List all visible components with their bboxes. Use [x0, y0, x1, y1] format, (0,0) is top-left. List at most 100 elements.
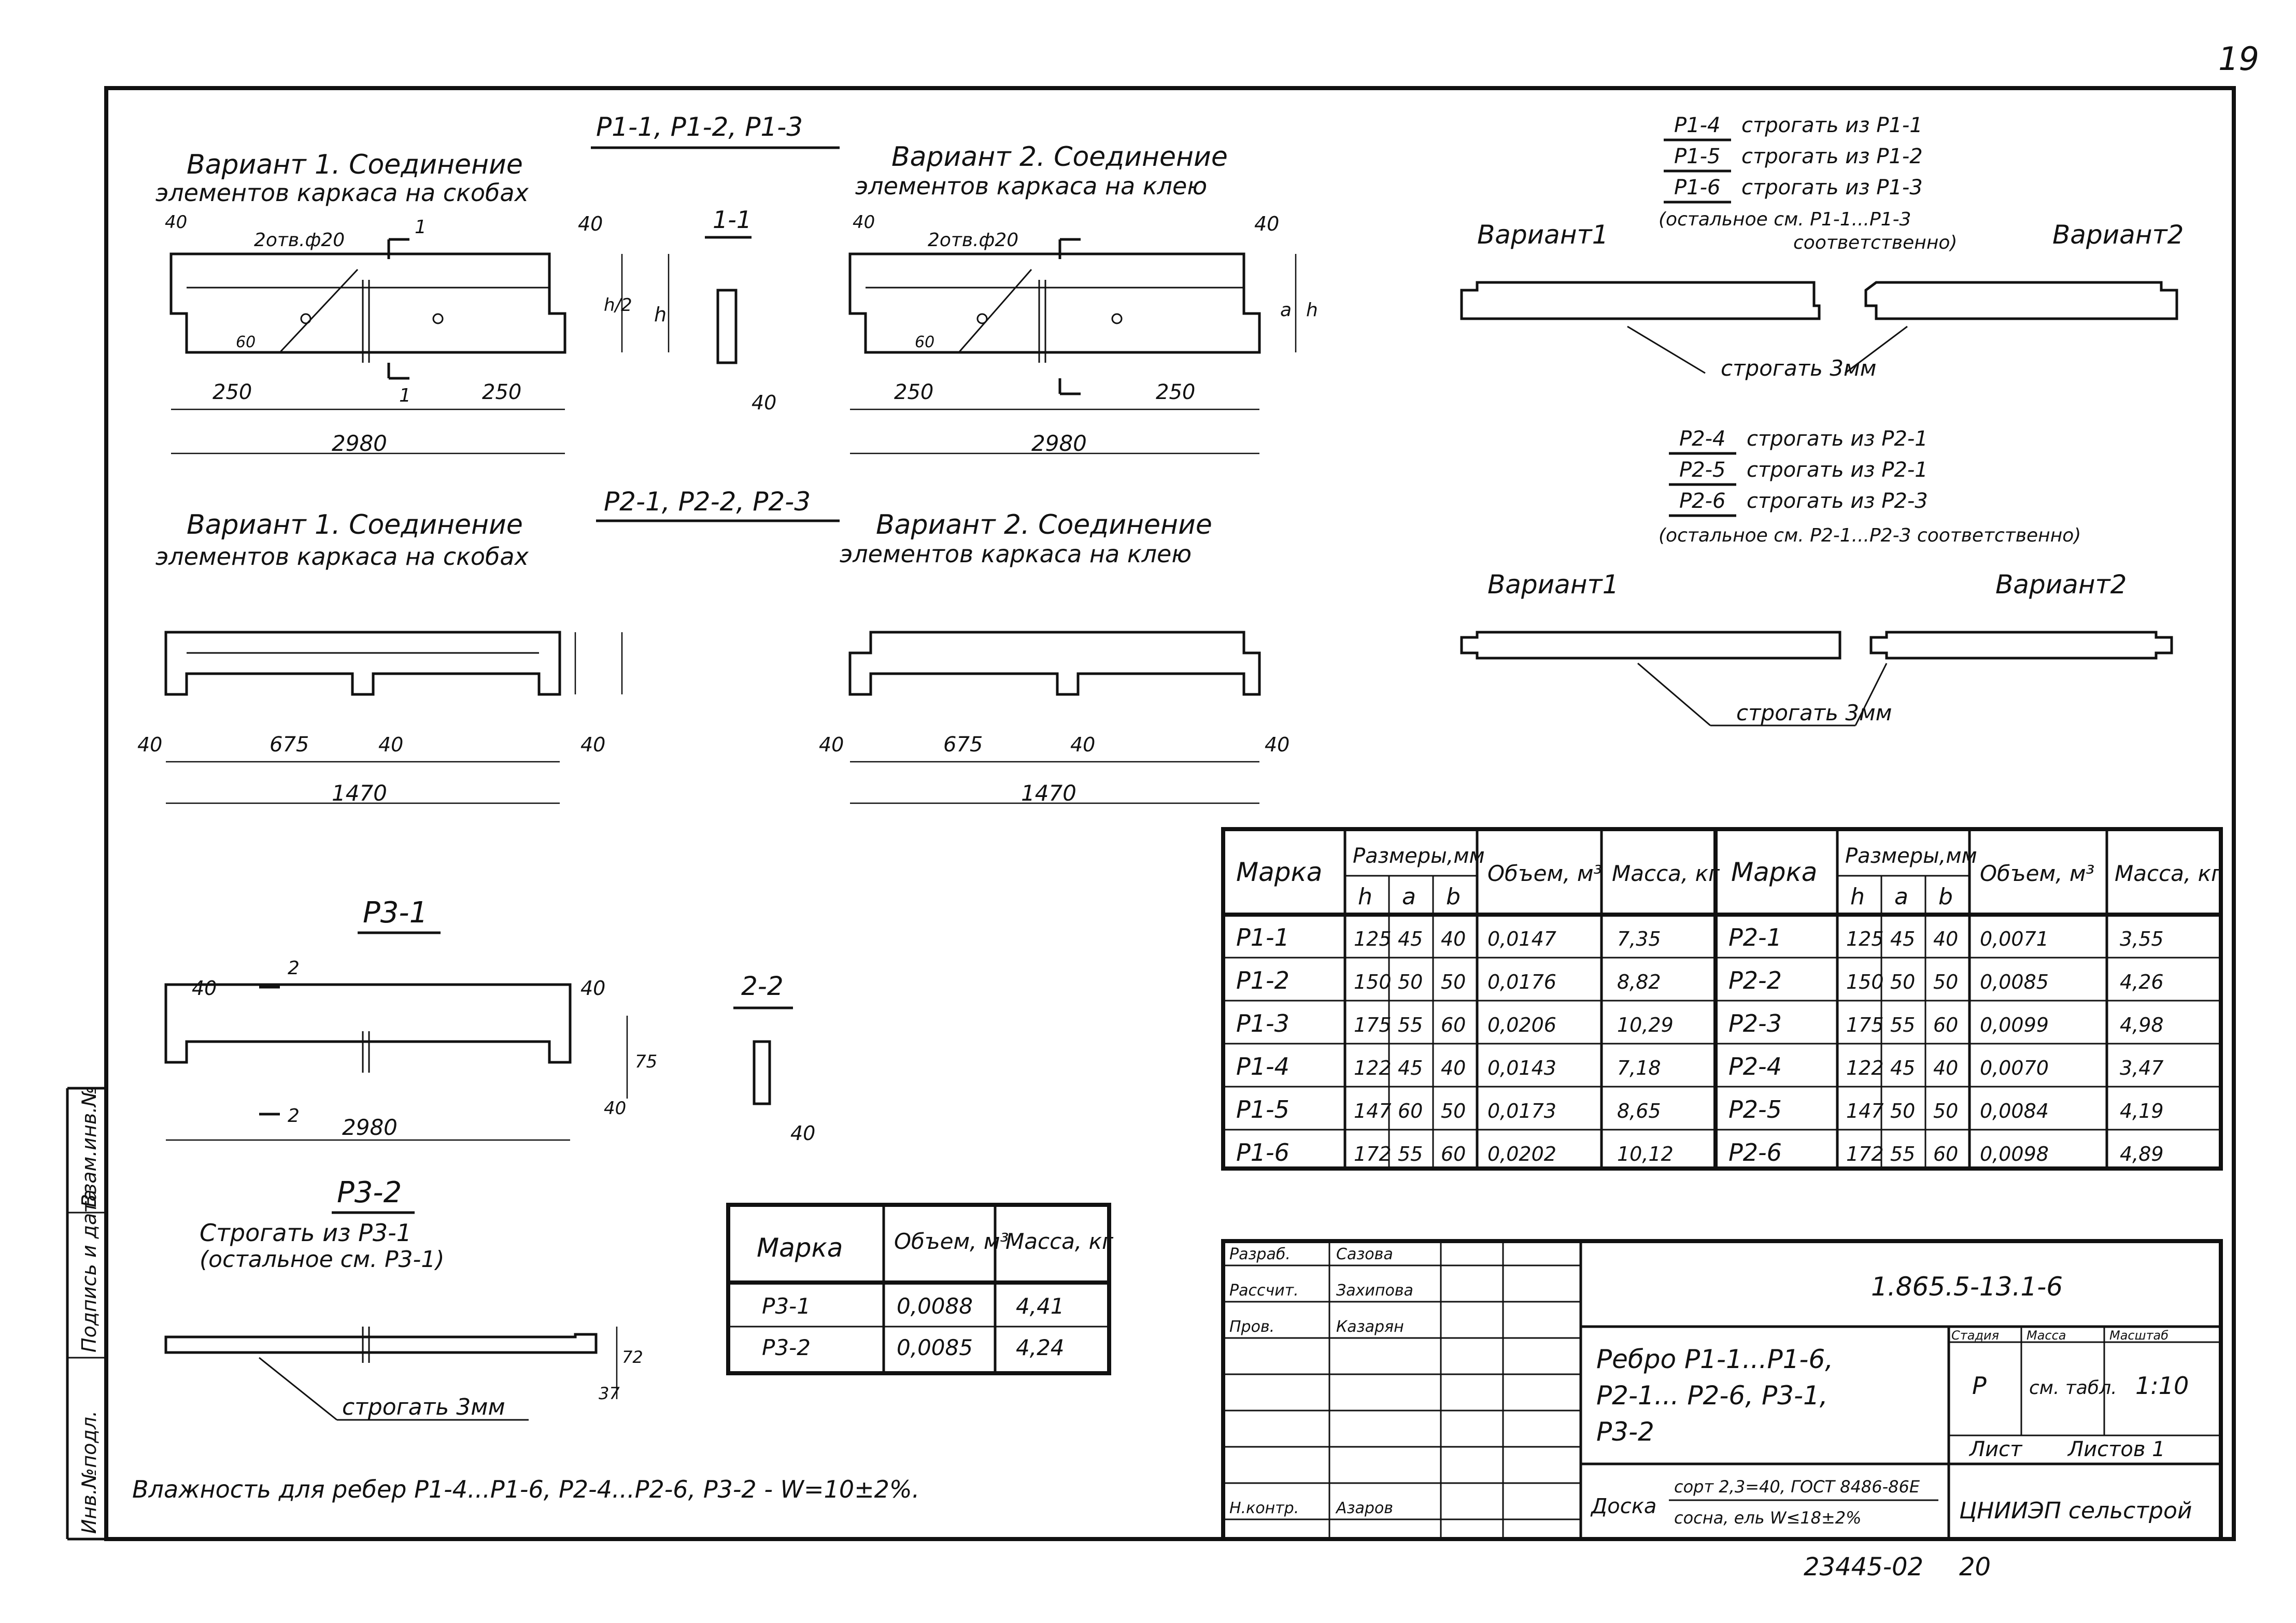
bottom-ref-2: 20: [1959, 1553, 1991, 1582]
v2-dim-40-left: 40: [853, 212, 875, 233]
v2-title-line1: Вариант 2. Соединение: [891, 141, 1228, 173]
mt-cell-left: 0,0202: [1487, 1143, 1556, 1165]
note2-tail: (остальное см. Р2-1...Р2-3 соответственн…: [1659, 525, 2081, 546]
p32-line2: (остальное см. Р3-1): [200, 1246, 445, 1273]
v2b-dim-40-left: 40: [819, 733, 844, 756]
mt-cell-right: Р2-2: [1728, 966, 1782, 994]
mt-cell-left: 10,12: [1617, 1143, 1674, 1165]
mt-hdr-mass-2: Масса, кг: [2115, 861, 2223, 886]
v2-dim-40-right: 40: [1254, 212, 1279, 235]
mt-cell-right: 147: [1846, 1100, 1884, 1122]
tb-role: Разраб.: [1229, 1245, 1291, 1263]
note2-board-v2: [1869, 631, 2173, 660]
st-cell: Р3-1: [762, 1293, 811, 1319]
tb-role: Н.контр.: [1229, 1499, 1299, 1517]
mt-cell-left: 55: [1398, 1014, 1423, 1036]
mt-cell-right: 0,0071: [1980, 928, 2049, 950]
mt-cell-right: Р2-3: [1728, 1009, 1782, 1037]
dim-60: 60: [236, 333, 256, 351]
section-p3-1: Р3-1 2980 40 40 75 40 2 2 2-2 40: [164, 896, 815, 1145]
stamp-inv: Инв.№подл.: [78, 1411, 101, 1534]
tb-material-2: сосна, ель W≤18±2%: [1674, 1508, 1862, 1528]
note1-variant1: Вариант1: [1477, 220, 1608, 250]
v2-dim-250-right: 250: [1156, 380, 1195, 404]
st-cell: Р3-2: [762, 1335, 811, 1360]
stamp-replace: Взам.инв.№: [78, 1086, 101, 1207]
v2-dim-2980: 2980: [1031, 431, 1087, 456]
dim-40-left: 40: [165, 212, 187, 233]
title-block: Разраб.СазоваРассчит.ЗахиповаПров.Казаря…: [1221, 1239, 2223, 1541]
mt-cell-right: Р2-4: [1728, 1052, 1782, 1080]
mt-cell-left: 0,0147: [1487, 928, 1556, 950]
tb-desc-3: Р3-2: [1596, 1417, 1654, 1447]
dim-250-right: 250: [482, 380, 521, 404]
note2-text-3: строгать из Р2-3: [1747, 489, 1928, 513]
p31-dim-40-right: 40: [580, 977, 605, 1000]
cut-1-1-dim: 40: [752, 391, 776, 414]
dim-h: h: [654, 303, 667, 326]
tb-sheet-hdr: Лист: [1968, 1437, 2023, 1461]
mt-cell-right: 0,0070: [1980, 1057, 2049, 1079]
mt-cell-left: Р1-5: [1236, 1095, 1289, 1123]
cut-1-1-label: 1-1: [713, 206, 752, 234]
mt-cell-right: 40: [1933, 1057, 1958, 1079]
v1b-dim-40-left: 40: [137, 733, 162, 756]
mt-cell-left: Р1-3: [1236, 1009, 1289, 1037]
mt-hdr-sizes-2: Размеры,мм: [1845, 844, 1977, 868]
mt-cell-left: 60: [1441, 1143, 1466, 1165]
mt-cell-right: 150: [1846, 971, 1884, 993]
mt-cell-right: 0,0099: [1980, 1014, 2049, 1036]
mt-cell-left: 125: [1354, 928, 1392, 950]
mt-cell-right: 45: [1890, 1057, 1915, 1079]
mt-cell-left: Р1-2: [1236, 966, 1289, 994]
mt-hdr-volume: Объем, м³: [1487, 861, 1602, 886]
note1-text-2: строгать из Р1-2: [1741, 145, 1923, 168]
v1b-dim-675: 675: [270, 733, 309, 757]
mt-cell-right: 0,0084: [1980, 1100, 2049, 1122]
mt-cell-right: 172: [1846, 1143, 1884, 1165]
note2-mark-1: Р2-4: [1679, 427, 1725, 451]
moisture-note: Влажность для ребер Р1-4...Р1-6, Р2-4...…: [132, 1475, 919, 1503]
tb-desc-1: Ребро Р1-1...Р1-6,: [1596, 1344, 1833, 1374]
v1-board-outline: [169, 252, 566, 354]
hole-mark: [976, 313, 988, 324]
mt-cell-left: 122: [1354, 1057, 1392, 1079]
mt-cell-right: 3,55: [2120, 928, 2164, 950]
mt-hdr-mass: Масса, кг: [1612, 861, 1720, 886]
main-table: Марка Размеры,мм h a b Объем, м³ Масса, …: [1221, 827, 2223, 1171]
sheet-frame: [104, 86, 2236, 1541]
note2-mark-2: Р2-5: [1679, 458, 1725, 482]
note1-mark-3: Р1-6: [1674, 176, 1720, 200]
cut-mark-2: 2: [288, 958, 300, 979]
v2b-dim-1470: 1470: [1021, 780, 1076, 806]
tb-desc-2: Р2-1... Р2-6, Р3-1,: [1596, 1380, 1828, 1411]
mt-cell-left: 0,0206: [1487, 1014, 1556, 1036]
dim-2980: 2980: [332, 431, 387, 456]
side-stamp: Инв.№подл. Подпись и дата Взам.инв.№: [66, 1086, 106, 1541]
st-cell: 0,0088: [897, 1293, 973, 1319]
v1b-dim-1470: 1470: [332, 780, 387, 806]
st-cell: 4,41: [1016, 1293, 1065, 1319]
mt-cell-left: 8,82: [1617, 971, 1661, 993]
section3-header: Р3-1: [363, 896, 428, 930]
st-hdr-mass: Масса, кг: [1005, 1229, 1114, 1254]
right-notes-p1: Р1-4 строгать из Р1-1 Р1-5 строгать из Р…: [1460, 113, 2184, 381]
mt-hdr-volume-2: Объем, м³: [1980, 861, 2094, 886]
p32-dim-72: 72: [622, 1347, 643, 1367]
mt-cell-right: 50: [1933, 1100, 1958, 1122]
v2b-dim-675: 675: [943, 733, 983, 757]
mt-cell-left: 55: [1398, 1143, 1423, 1165]
v2b-board-outline: [848, 631, 1261, 696]
v1b-title-line2: элементов каркаса на скобах: [155, 543, 529, 571]
cut-2-2-profile: [753, 1040, 771, 1105]
tb-scale-hdr: Масштаб: [2109, 1328, 2169, 1343]
tb-stage: Р: [1972, 1372, 1987, 1400]
note1-variant2: Вариант2: [2052, 220, 2184, 250]
v1b-title-line1: Вариант 1. Соединение: [187, 509, 523, 540]
v1-title-line2: элементов каркаса на скобах: [155, 179, 529, 207]
mt-cell-left: 172: [1354, 1143, 1392, 1165]
mt-hdr-h-2: h: [1850, 884, 1865, 910]
section-p2: Р2-1, Р2-2, Р2-3 Вариант 1. Соединение э…: [137, 487, 1289, 806]
